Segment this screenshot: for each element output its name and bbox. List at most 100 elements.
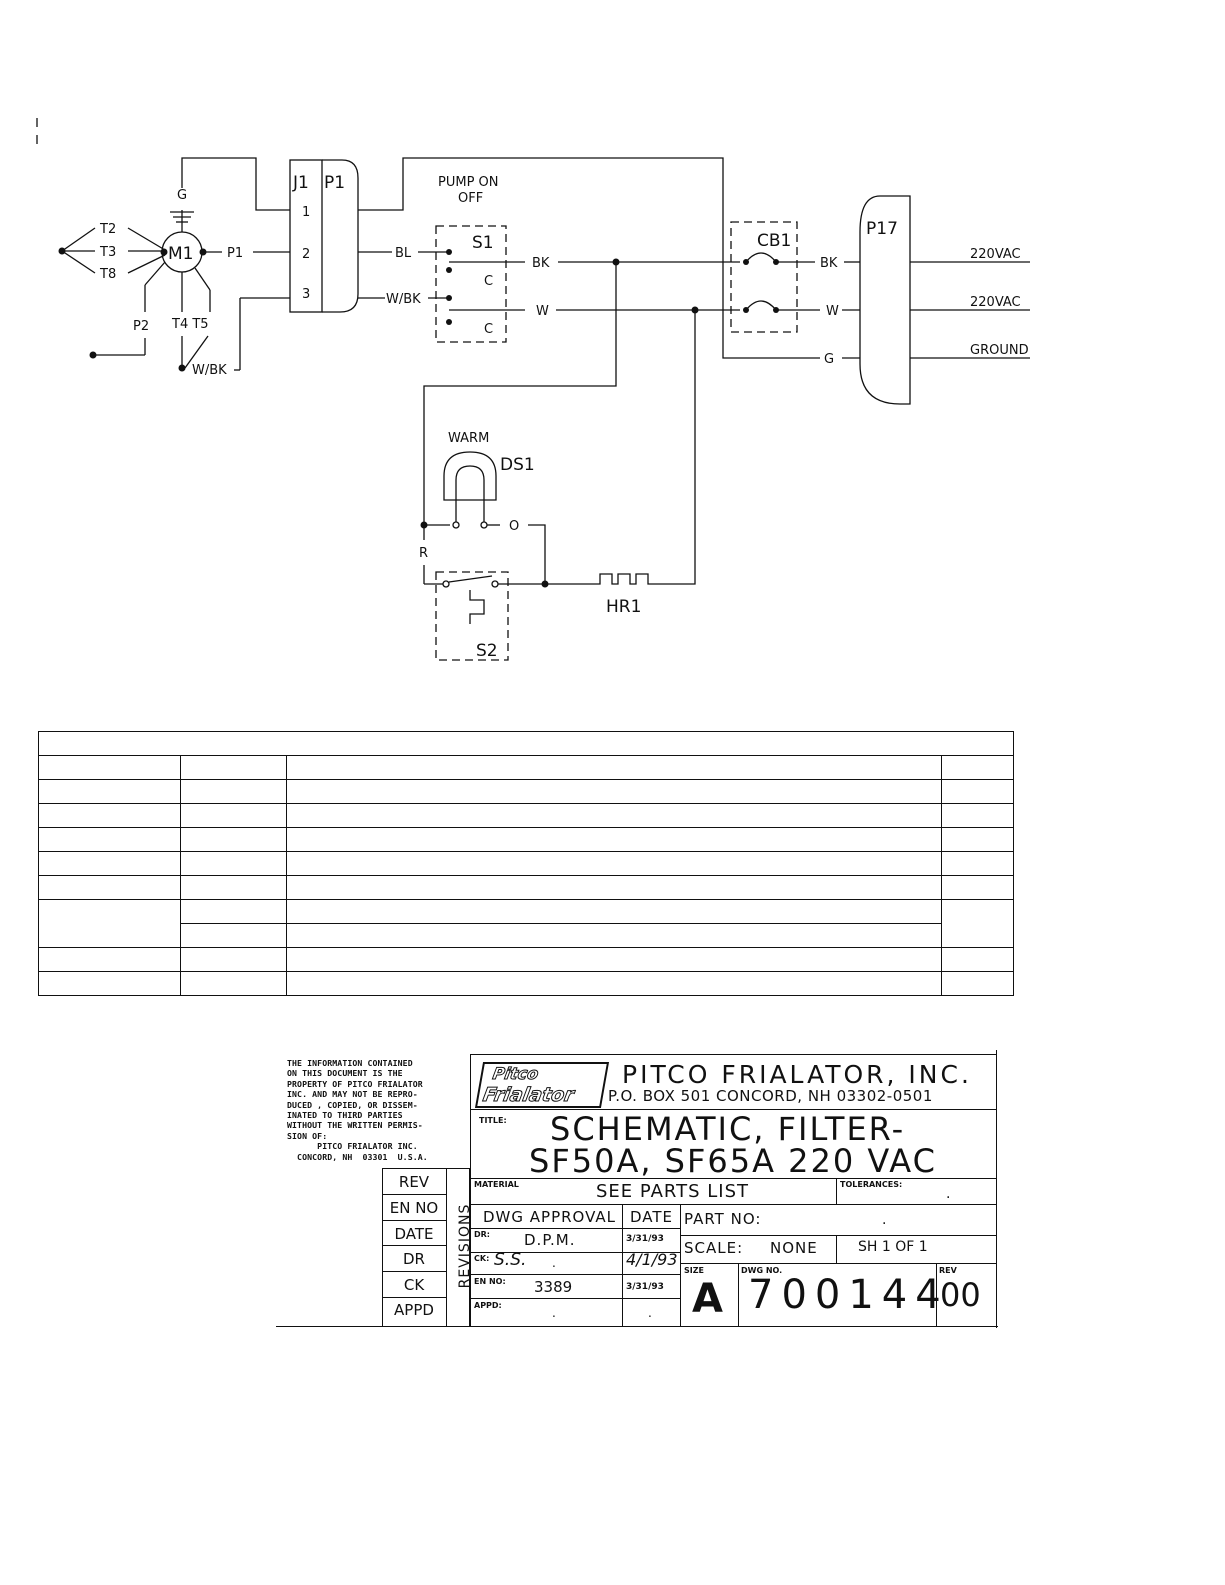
wiring-schematic: M1 G T2 T3 T8 P1 P2 <box>36 118 1030 661</box>
motor-leads-t4-t5: T4 T5 W/BK <box>171 267 290 378</box>
bk-label-2: BK <box>820 256 838 271</box>
cb1-label: CB1 <box>757 231 791 251</box>
company-name: PITCO FRIALATOR, INC. <box>622 1060 972 1089</box>
g-label-2: G <box>824 352 834 367</box>
parts-list-table <box>38 731 1014 996</box>
s1-c1: C <box>484 274 493 289</box>
dwg-no-label: DWG NO. <box>741 1266 783 1275</box>
switch-wbk-label: W/BK <box>386 292 421 307</box>
rev-label: REV <box>939 1266 957 1275</box>
motor-lead-p2: P2 <box>89 261 166 359</box>
ground-wire-top <box>181 157 290 211</box>
ck-value: S.S. <box>494 1250 527 1270</box>
table-row <box>38 899 1014 948</box>
table-row <box>38 947 1014 972</box>
rev-row-label: APPD <box>394 1301 434 1319</box>
en-no-label: EN NO: <box>474 1277 506 1286</box>
notice-line: PROPERTY OF PITCO FRIALATOR <box>287 1078 423 1089</box>
scale-value: NONE <box>770 1239 818 1257</box>
title-label: TITLE: <box>479 1116 507 1125</box>
table-header-row <box>38 731 1014 756</box>
table-row <box>38 851 1014 876</box>
proprietary-notice: THE INFORMATION CONTAINED ON THIS DOCUME… <box>287 1058 462 1162</box>
hr1-label: HR1 <box>606 597 641 617</box>
lead-p2-label: P2 <box>133 319 149 334</box>
part-no-value: . <box>882 1212 887 1228</box>
table-row <box>38 803 1014 828</box>
motor-leads-t2-t3-t8: T2 T3 T8 <box>58 222 168 282</box>
table-row <box>38 875 1014 900</box>
table-row <box>38 971 1014 996</box>
p1-label: P1 <box>324 173 345 193</box>
drawing-title-line-2: SF50A, SF65A 220 VAC <box>529 1142 937 1180</box>
s1-c2: C <box>484 322 493 337</box>
en-date: 3/31/93 <box>626 1282 664 1292</box>
notice-line: DUCED , COPIED, OR DISSEM- <box>287 1099 418 1110</box>
heater-feed-wire <box>423 262 617 525</box>
pin-3: 3 <box>302 287 310 302</box>
table-row <box>39 923 1014 948</box>
tolerances-label: TOLERANCES: <box>840 1180 903 1189</box>
lead-t4t5-label: T4 T5 <box>171 317 209 332</box>
rev-row-label: DR <box>403 1250 425 1268</box>
pin-2: 2 <box>302 247 310 262</box>
motor-lead-p1: P1 <box>199 246 290 261</box>
connector-j1-p1: J1 P1 1 2 3 <box>289 159 359 313</box>
notice-line: INC. AND MAY NOT BE REPRO- <box>287 1089 418 1100</box>
switch-s1: PUMP ON OFF S1 C C <box>435 175 525 343</box>
tolerances-value: . <box>946 1186 951 1202</box>
w-label-2: W <box>826 304 839 319</box>
lamp-ds1: WARM DS1 <box>443 431 535 522</box>
title-block: REV EN NO DATE DR CK APPD REVISIONS Pitc… <box>276 1050 998 1328</box>
motor-ground-symbol: G <box>170 188 194 232</box>
s2-label: S2 <box>476 641 498 661</box>
rev-row-label: EN NO <box>389 1199 439 1217</box>
revisions-table <box>382 1168 470 1327</box>
notice-line: SION OF: <box>287 1130 328 1141</box>
notice-line: CONCORD, NH 03301 U.S.A. <box>287 1151 428 1162</box>
heater-return-wire <box>660 310 696 585</box>
ck-value-dot: . <box>552 1256 556 1270</box>
size-label: SIZE <box>684 1266 705 1275</box>
pump-on-label: PUMP ON <box>438 175 499 190</box>
part-no-label: PART NO: <box>684 1210 762 1228</box>
notice-line: INATED TO THIRD PARTIES <box>287 1110 403 1121</box>
thermostat-s2: S2 <box>424 571 545 661</box>
breaker-cb1: CB1 <box>730 221 798 333</box>
warm-label: WARM <box>448 431 489 446</box>
o-label: O <box>509 519 519 534</box>
table-row <box>38 827 1014 852</box>
material-value: SEE PARTS LIST <box>596 1181 750 1202</box>
plug-p17: P17 <box>859 195 911 405</box>
company-address: P.O. BOX 501 CONCORD, NH 03302-0501 <box>608 1087 933 1105</box>
ck-label: CK: <box>474 1254 490 1263</box>
supply-220vac-1: 220VAC <box>970 247 1021 262</box>
ck-date: 4/1/93 <box>626 1250 678 1269</box>
p17-label: P17 <box>866 219 898 239</box>
dwg-approval-label: DWG APPROVAL <box>483 1208 617 1226</box>
r-label: R <box>419 546 428 561</box>
bl-label: BL <box>395 246 412 261</box>
lead-t2: T2 <box>99 222 116 237</box>
rev-row-label: DATE <box>394 1225 434 1243</box>
table-row <box>38 755 1014 780</box>
notice-line: WITHOUT THE WRITTEN PERMIS- <box>287 1120 423 1131</box>
dr-label: DR: <box>474 1230 490 1239</box>
notice-line: PITCO FRIALATOR INC. <box>287 1141 418 1152</box>
ground-label-g: G <box>177 188 187 203</box>
dwg-no-value: 700144 <box>748 1272 949 1318</box>
logo-line-2: Frialator <box>481 1084 576 1107</box>
scale-label: SCALE: <box>684 1239 744 1257</box>
supply-ground: GROUND <box>970 343 1029 358</box>
bk-label-1: BK <box>532 256 550 271</box>
en-no-value: 3389 <box>534 1278 573 1296</box>
rev-row-label: CK <box>403 1276 425 1294</box>
dr-date: 3/31/93 <box>626 1234 664 1244</box>
rev-row-label: REV <box>398 1173 430 1191</box>
motor-p1-label: P1 <box>227 246 243 261</box>
date-header: DATE <box>630 1208 674 1226</box>
lead-t8: T8 <box>99 267 116 282</box>
pin-1: 1 <box>302 205 310 220</box>
appd-date: . <box>648 1306 652 1320</box>
supply-220vac-2: 220VAC <box>970 295 1021 310</box>
